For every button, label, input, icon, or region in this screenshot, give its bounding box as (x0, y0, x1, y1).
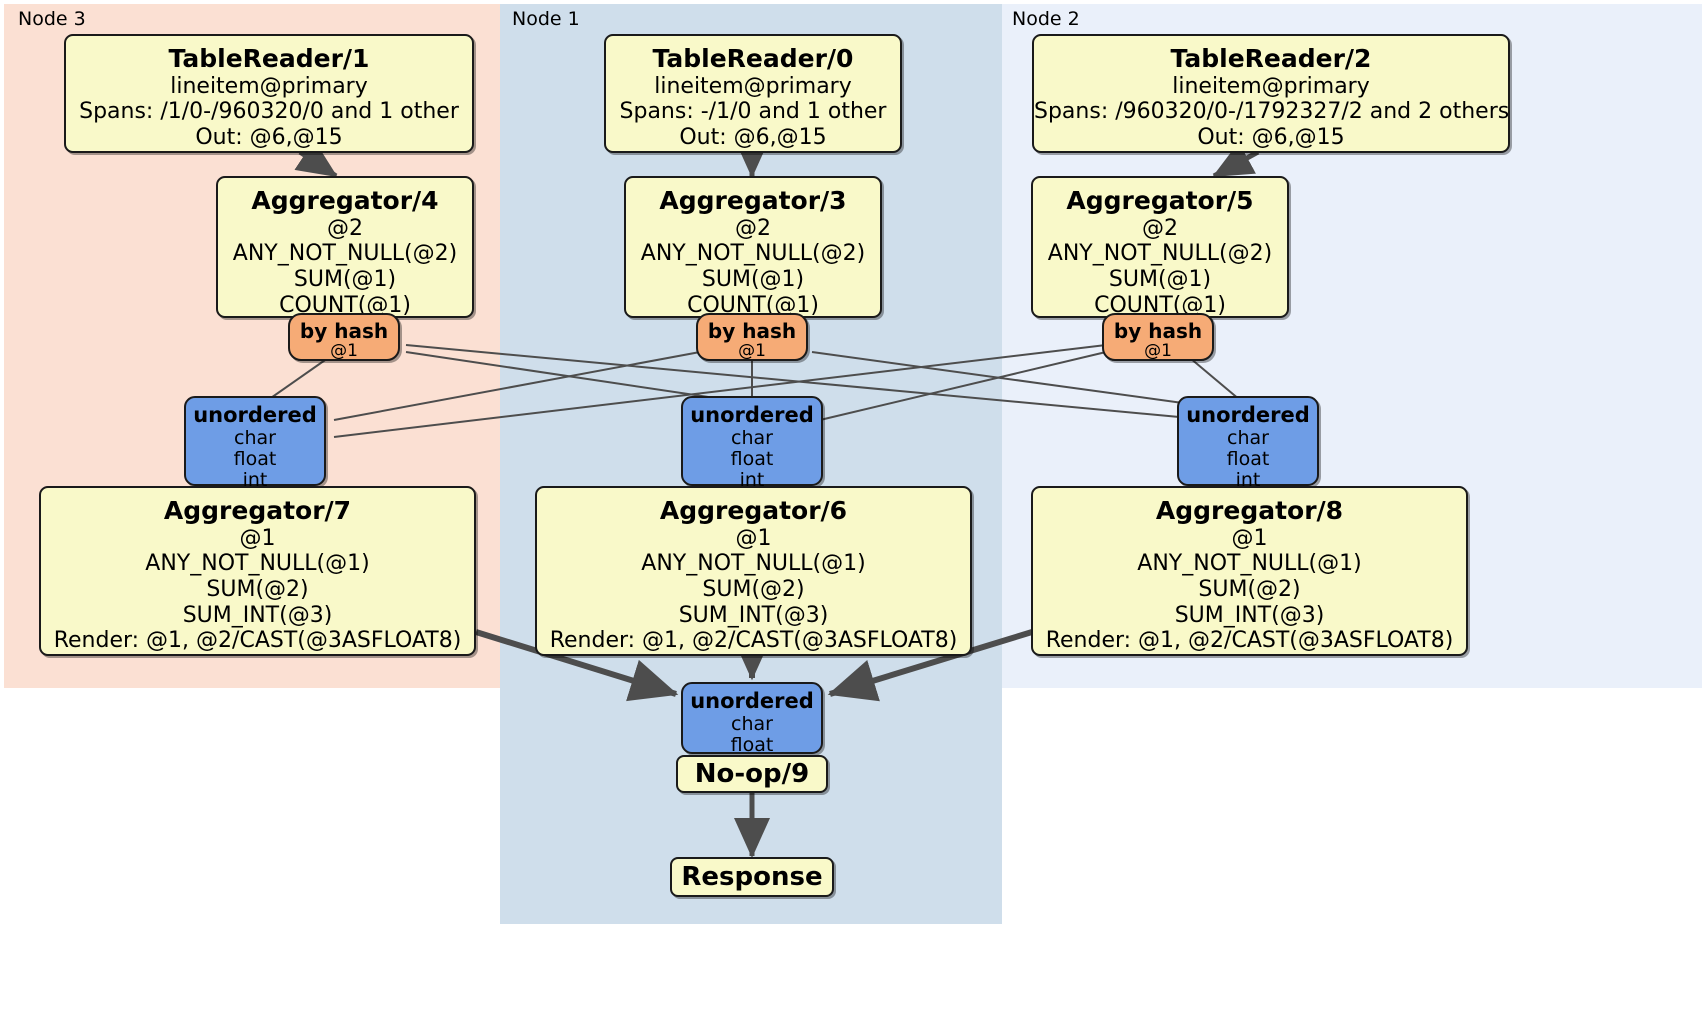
processor-line: ANY_NOT_NULL(@2) (640, 241, 866, 267)
receiver-title: unordered (690, 689, 814, 713)
processor-title: Aggregator/3 (659, 186, 847, 215)
receiver-type: int (739, 469, 765, 492)
receiver-type: float (1226, 447, 1270, 470)
processor-line: Spans: /1/0-/960320/0 and 1 other (79, 99, 459, 125)
processor-title: Aggregator/7 (163, 496, 352, 525)
node-label-node3: Node 3 (18, 8, 86, 30)
node-label-node2: Node 2 (1012, 8, 1080, 30)
processor-title: Response (681, 862, 823, 892)
processor-noop-9[interactable]: No-op/9 (676, 755, 828, 793)
processor-title: TableReader/1 (168, 44, 370, 73)
receiver-type: int (242, 469, 268, 492)
processor-aggregator-5[interactable]: Aggregator/5 @2 ANY_NOT_NULL(@2) SUM(@1)… (1031, 176, 1289, 318)
receiver-unordered-final[interactable]: unordered char float (681, 682, 823, 756)
processor-line: SUM_INT(@3) (1174, 602, 1325, 628)
receiver-title: unordered (193, 403, 317, 427)
processor-aggregator-6[interactable]: Aggregator/6 @1 ANY_NOT_NULL(@1) SUM(@2)… (535, 486, 972, 656)
processor-response[interactable]: Response (670, 857, 834, 897)
processor-line: SUM_INT(@3) (182, 602, 333, 628)
processor-line: @2 (735, 215, 771, 241)
processor-line: Spans: -/1/0 and 1 other (619, 99, 887, 125)
processor-table-reader-0[interactable]: TableReader/0 lineitem@primary Spans: -/… (604, 34, 902, 153)
processor-line: lineitem@primary (1172, 73, 1370, 99)
processor-line: @1 (1231, 525, 1268, 551)
processor-line: SUM(@2) (1198, 576, 1301, 602)
processor-line: SUM(@1) (1108, 266, 1212, 292)
processor-aggregator-7[interactable]: Aggregator/7 @1 ANY_NOT_NULL(@1) SUM(@2)… (39, 486, 476, 656)
receiver-unordered-right[interactable]: unordered char float int (1177, 396, 1319, 491)
router-by-hash-right[interactable]: by hash @1 (1102, 313, 1214, 361)
processor-line: @1 (239, 525, 276, 551)
processor-line: Out: @6,@15 (195, 124, 343, 150)
processor-title: TableReader/2 (1170, 44, 1372, 73)
processor-line: lineitem@primary (170, 73, 368, 99)
processor-line: Spans: /960320/0-/1792327/2 and 2 others (1034, 99, 1510, 125)
processor-line: SUM(@1) (293, 266, 397, 292)
node-label-node1: Node 1 (512, 8, 580, 30)
processor-title: Aggregator/8 (1155, 496, 1344, 525)
router-by-hash-center[interactable]: by hash @1 (696, 313, 808, 361)
processor-title: TableReader/0 (652, 44, 854, 73)
processor-line: ANY_NOT_NULL(@1) (641, 551, 866, 577)
receiver-title: unordered (690, 403, 814, 427)
processor-line: @1 (735, 525, 772, 551)
processor-line: @2 (1142, 215, 1178, 241)
processor-line: ANY_NOT_NULL(@2) (1047, 241, 1273, 267)
router-title: by hash (299, 319, 389, 343)
router-subtitle: @1 (330, 341, 358, 361)
processor-line: SUM(@2) (206, 576, 309, 602)
processor-line: Render: @1, @2/CAST(@3ASFLOAT8) (549, 628, 958, 654)
receiver-unordered-center[interactable]: unordered char float int (681, 396, 823, 491)
receiver-type: int (1235, 469, 1261, 492)
processor-line: @2 (327, 215, 363, 241)
router-title: by hash (1113, 319, 1203, 343)
processor-title: Aggregator/6 (659, 496, 848, 525)
processor-line: Out: @6,@15 (679, 124, 827, 150)
router-title: by hash (707, 319, 797, 343)
receiver-type: float (730, 447, 774, 470)
receiver-type: float (730, 733, 774, 756)
processor-title: No-op/9 (694, 759, 810, 789)
processor-line: ANY_NOT_NULL(@1) (145, 551, 370, 577)
router-subtitle: @1 (738, 341, 766, 361)
processor-line: Out: @6,@15 (1197, 124, 1345, 150)
receiver-type: char (731, 712, 773, 735)
processor-aggregator-4[interactable]: Aggregator/4 @2 ANY_NOT_NULL(@2) SUM(@1)… (216, 176, 474, 318)
processor-table-reader-2[interactable]: TableReader/2 lineitem@primary Spans: /9… (1032, 34, 1510, 153)
processor-title: Aggregator/4 (251, 186, 439, 215)
processor-line: lineitem@primary (654, 73, 852, 99)
processor-line: SUM(@1) (701, 266, 805, 292)
processor-title: Aggregator/5 (1066, 186, 1254, 215)
receiver-type: char (1227, 426, 1269, 449)
processor-line: SUM_INT(@3) (678, 602, 829, 628)
processor-aggregator-8[interactable]: Aggregator/8 @1 ANY_NOT_NULL(@1) SUM(@2)… (1031, 486, 1468, 656)
processor-line: ANY_NOT_NULL(@2) (232, 241, 458, 267)
processor-table-reader-1[interactable]: TableReader/1 lineitem@primary Spans: /1… (64, 34, 474, 153)
router-by-hash-left[interactable]: by hash @1 (288, 313, 400, 361)
processor-line: SUM(@2) (702, 576, 805, 602)
receiver-title: unordered (1186, 403, 1310, 427)
processor-aggregator-3[interactable]: Aggregator/3 @2 ANY_NOT_NULL(@2) SUM(@1)… (624, 176, 882, 318)
receiver-type: float (233, 447, 277, 470)
router-subtitle: @1 (1144, 341, 1172, 361)
processor-line: ANY_NOT_NULL(@1) (1137, 551, 1362, 577)
processor-line: Render: @1, @2/CAST(@3ASFLOAT8) (53, 628, 462, 654)
receiver-type: char (234, 426, 276, 449)
processor-line: Render: @1, @2/CAST(@3ASFLOAT8) (1045, 628, 1454, 654)
receiver-type: char (731, 426, 773, 449)
receiver-unordered-left[interactable]: unordered char float int (184, 396, 326, 491)
